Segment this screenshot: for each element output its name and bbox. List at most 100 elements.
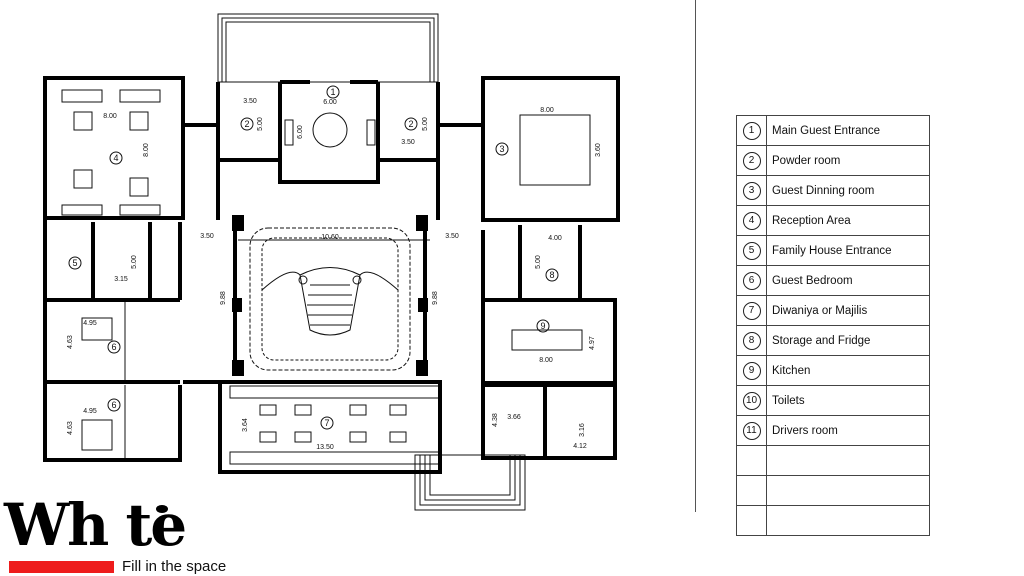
dim-dining-width: 8.00 xyxy=(540,107,554,114)
dim-kitchen-width: 8.00 xyxy=(539,357,553,364)
legend-number: 10 xyxy=(742,391,761,410)
logo-red-bar xyxy=(9,561,114,573)
room-number-8: 8 xyxy=(549,270,554,280)
dim-driver-depth: 3.16 xyxy=(579,423,586,437)
legend-label: Main Guest Entrance xyxy=(766,115,930,146)
dining-table xyxy=(519,114,591,186)
legend-label: Reception Area xyxy=(766,205,930,236)
legend-number: 7 xyxy=(742,301,761,320)
room-number-6-bottom: 6 xyxy=(111,400,116,410)
legend-number: 1 xyxy=(742,121,761,140)
divider-line xyxy=(695,0,696,512)
top-balcony xyxy=(217,13,439,83)
legend-number-cell: 7 xyxy=(736,295,767,326)
dim-toilet-depth: 4.38 xyxy=(492,413,499,427)
dim-bedroom-depth-top: 4.63 xyxy=(67,335,74,349)
legend-row: 9 Kitchen xyxy=(736,355,930,386)
legend-row: 8 Storage and Fridge xyxy=(736,325,930,356)
dim-bedroom-width-bottom: 4.95 xyxy=(83,408,97,415)
legend-number: 9 xyxy=(742,361,761,380)
legend-number-cell: 3 xyxy=(736,175,767,206)
dim-powder-width-right: 3.50 xyxy=(401,139,415,146)
legend-label: Guest Bedroom xyxy=(766,265,930,296)
room-number-3: 3 xyxy=(499,144,504,154)
legend-number: 3 xyxy=(742,181,761,200)
legend-label xyxy=(766,445,930,476)
legend-number-cell: 11 xyxy=(736,415,767,446)
legend-number-cell xyxy=(736,475,767,506)
dim-hall-depth-left: 9.88 xyxy=(220,291,227,305)
legend-row: 4 Reception Area xyxy=(736,205,930,236)
legend-number: 11 xyxy=(742,421,761,440)
dim-bedroom-depth-bottom: 4.63 xyxy=(67,421,74,435)
dim-storage-width: 4.00 xyxy=(548,235,562,242)
legend-number-cell: 1 xyxy=(736,115,767,146)
dim-majlis-depth: 3.64 xyxy=(242,418,249,432)
dim-family-depth: 5.00 xyxy=(131,255,138,269)
legend-number: 8 xyxy=(742,331,761,350)
legend-number-cell: 10 xyxy=(736,385,767,416)
room-number-2-left: 2 xyxy=(244,119,249,129)
room-number-4: 4 xyxy=(113,153,118,163)
legend-label: Drivers room xyxy=(766,415,930,446)
dim-driver-width: 4.12 xyxy=(573,443,587,450)
reception-furniture xyxy=(61,89,161,216)
legend-label: Diwaniya or Majilis xyxy=(766,295,930,326)
dim-side-left: 3.50 xyxy=(200,233,214,240)
dim-reception-depth: 8.00 xyxy=(143,143,150,157)
stair-hall xyxy=(238,227,430,371)
dim-reception-width: 8.00 xyxy=(103,113,117,120)
legend-number: 5 xyxy=(742,241,761,260)
dim-entrance-width: 6.00 xyxy=(323,99,337,106)
logo-dot xyxy=(156,505,168,513)
legend-label: Family House Entrance xyxy=(766,235,930,266)
legend-row: 1 Main Guest Entrance xyxy=(736,115,930,146)
columns xyxy=(232,215,428,376)
legend-row: 5 Family House Entrance xyxy=(736,235,930,266)
room-number-2-right: 2 xyxy=(408,119,413,129)
legend-number-cell: 4 xyxy=(736,205,767,236)
legend-number-cell: 6 xyxy=(736,265,767,296)
legend-empty-row xyxy=(736,445,930,476)
room-number-9: 9 xyxy=(540,321,545,331)
legend-number-cell: 5 xyxy=(736,235,767,266)
room-number-7: 7 xyxy=(324,418,329,428)
legend-number-cell: 9 xyxy=(736,355,767,386)
bottom-steps xyxy=(414,454,526,511)
legend-number-cell: 8 xyxy=(736,325,767,356)
dim-dining-depth: 3.60 xyxy=(595,143,602,157)
legend-number-cell: 2 xyxy=(736,145,767,176)
dim-entrance-depth: 6.00 xyxy=(297,125,304,139)
legend-row: 7 Diwaniya or Majilis xyxy=(736,295,930,326)
legend-label xyxy=(766,475,930,506)
legend-number-cell xyxy=(736,505,767,536)
room-numbers xyxy=(68,85,559,430)
majlis-furniture xyxy=(229,385,441,465)
legend-row: 6 Guest Bedroom xyxy=(736,265,930,296)
legend-number: 6 xyxy=(742,271,761,290)
dim-hall-width: 10.60 xyxy=(321,234,339,241)
room-number-5: 5 xyxy=(72,258,77,268)
room-number-1: 1 xyxy=(330,87,335,97)
dim-family-width: 3.15 xyxy=(114,276,128,283)
dim-side-right: 3.50 xyxy=(445,233,459,240)
legend-label: Kitchen xyxy=(766,355,930,386)
floor-plan: 1 2 2 3 4 5 6 6 7 8 9 6.00 6.00 3.50 5.0… xyxy=(43,13,620,511)
legend-number: 4 xyxy=(742,211,761,230)
logo-tagline: Fill in the space xyxy=(122,558,227,575)
legend-empty-row xyxy=(736,505,930,536)
legend-empty-row xyxy=(736,475,930,506)
room-number-6-top: 6 xyxy=(111,342,116,352)
dim-hall-depth-right: 9.88 xyxy=(432,291,439,305)
dim-majlis-width: 13.50 xyxy=(316,444,334,451)
legend-label: Storage and Fridge xyxy=(766,325,930,356)
dim-kitchen-depth: 4.97 xyxy=(589,336,596,350)
kitchen-island xyxy=(511,329,583,351)
dim-powder-width: 3.50 xyxy=(243,98,257,105)
legend-number-cell xyxy=(736,445,767,476)
dim-bedroom-width-top: 4.95 xyxy=(83,320,97,327)
dim-powder-depth-right: 5.00 xyxy=(422,117,429,131)
